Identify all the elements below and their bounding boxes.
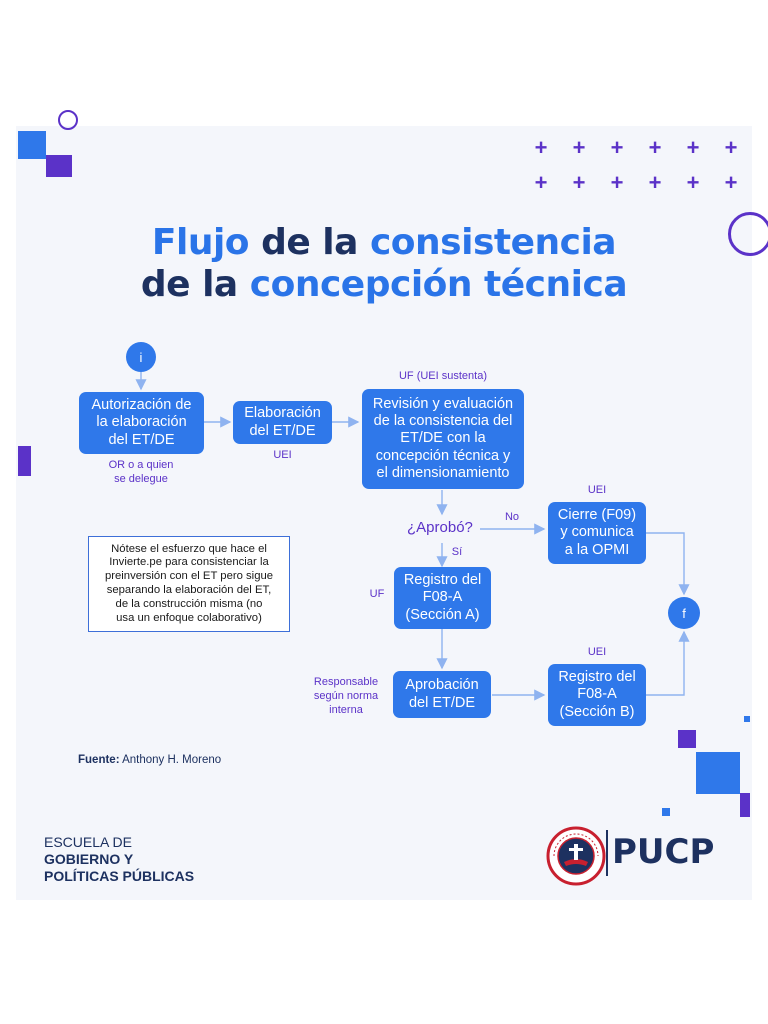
review-actor: UF (UEI sustenta) (398, 370, 488, 382)
close-actor: UEI (587, 484, 607, 496)
title-word: Flujo (151, 222, 250, 263)
school-line-2: GOBIERNO Y (44, 850, 134, 867)
source-line: Fuente: Anthony H. Moreno (78, 754, 221, 766)
registro-b-box: Registro del F08-A (Sección B) (548, 664, 646, 726)
plus-icon: + (648, 170, 662, 195)
pucp-seal-icon (546, 826, 606, 886)
plus-icon: + (724, 135, 738, 160)
decor-ring-top-left (58, 110, 78, 130)
decor-square-blue-bottom-right (696, 752, 740, 794)
plus-icon: + (572, 135, 586, 160)
elaboration-box: Elaboración del ET/DE (233, 401, 332, 444)
decor-square-blue-top-left (18, 131, 46, 159)
approval-box: Aprobación del ET/DE (393, 671, 491, 718)
plus-icon: + (572, 170, 586, 195)
end-node: f (668, 597, 700, 629)
decor-dot-right (744, 716, 750, 722)
review-box: Revisión y evaluación de la consistencia… (362, 389, 524, 489)
title-line-2: de la concepción técnica (0, 264, 768, 305)
title-word: concepción técnica (249, 264, 628, 305)
arrow-registro-b-to-end (646, 630, 690, 696)
plus-icon: + (610, 135, 624, 160)
school-line-3: POLÍTICAS PÚBLICAS (44, 867, 195, 884)
no-label: No (504, 511, 520, 523)
plus-icon: + (648, 135, 662, 160)
arrow-close-to-end (646, 532, 690, 596)
decor-dot-bottom-right (662, 808, 670, 816)
authorization-note: OR o a quien se delegue (108, 459, 174, 485)
school-logo-text: ESCUELA DE GOBIERNO Y POLÍTICAS PÚBLICAS (44, 834, 194, 884)
title-line-1: Flujo de la consistencia (0, 222, 768, 263)
school-line-1: ESCUELA DE (44, 834, 132, 850)
pucp-brand: PUCP (612, 832, 715, 872)
decor-square-purple-bottom-right (678, 730, 696, 748)
approval-question: ¿Aprobó? (407, 519, 473, 536)
authorization-box: Autorización de la elaboración del ET/DE (79, 392, 204, 454)
plus-icon: + (686, 135, 700, 160)
decor-bar-left (18, 446, 31, 476)
yes-label: Sí (451, 546, 463, 558)
approval-actor: Responsable según norma interna (313, 676, 379, 716)
elaboration-actor: UEI (273, 449, 292, 461)
brand-divider (606, 830, 608, 876)
registro-a-actor: UF (369, 588, 385, 600)
plus-icon: + (686, 170, 700, 195)
title-word: de la (140, 264, 250, 305)
source-label: Fuente: (78, 754, 120, 766)
source-text: Anthony H. Moreno (119, 754, 222, 766)
decor-ring-right (728, 212, 768, 256)
plus-icon: + (724, 170, 738, 195)
plus-icon: + (534, 135, 548, 160)
note-box: Nótese el esfuerzo que hace el Invierte.… (88, 536, 290, 632)
decor-bar-bottom-right (740, 793, 750, 817)
close-box: Cierre (F09) y comunica a la OPMI (548, 502, 646, 564)
title-word: consistencia (369, 222, 617, 263)
registro-a-box: Registro del F08-A (Sección A) (394, 567, 491, 629)
plus-icon: + (610, 170, 624, 195)
decor-square-purple-top-left (46, 155, 72, 177)
start-node: i (126, 342, 156, 372)
plus-icon: + (534, 170, 548, 195)
title-word: de la (249, 222, 370, 263)
registro-b-actor: UEI (587, 646, 607, 658)
